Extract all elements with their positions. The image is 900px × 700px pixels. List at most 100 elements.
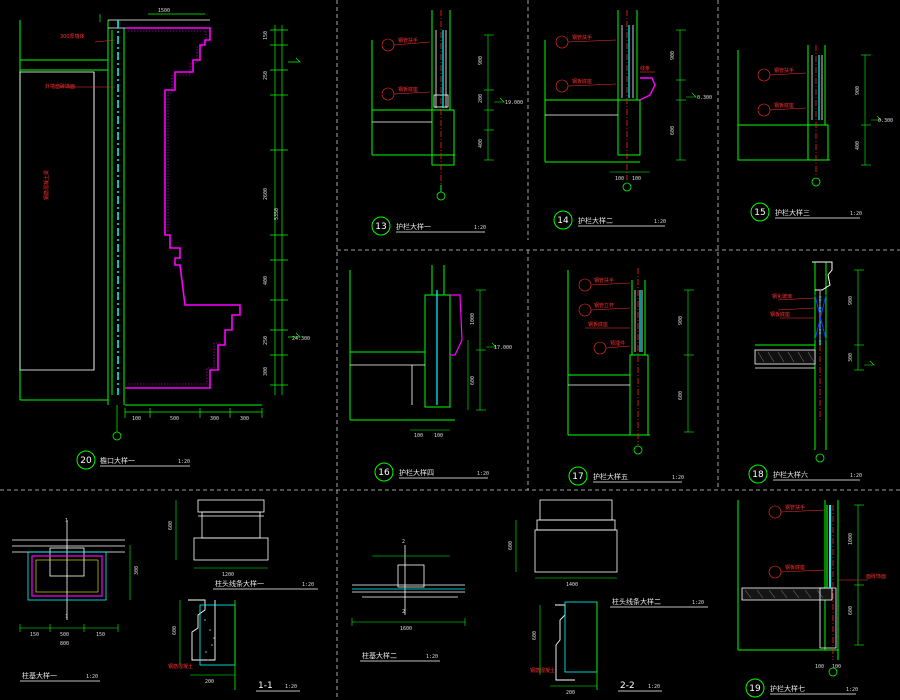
svg-text:1400: 1400 <box>566 582 578 588</box>
svg-text:钢管扶手: 钢管扶手 <box>594 277 614 284</box>
svg-text:600: 600 <box>508 541 514 550</box>
svg-text:100: 100 <box>434 433 443 439</box>
svg-text:15: 15 <box>754 208 765 218</box>
svg-text:150: 150 <box>263 31 269 40</box>
svg-text:17: 17 <box>572 472 583 482</box>
svg-text:0.300: 0.300 <box>697 95 712 101</box>
svg-text:500: 500 <box>60 632 69 638</box>
svg-text:1:20: 1:20 <box>648 684 660 690</box>
svg-text:线条: 线条 <box>640 65 650 72</box>
svg-text:钢化玻璃: 钢化玻璃 <box>772 293 792 300</box>
svg-text:900: 900 <box>855 86 861 95</box>
svg-text:150: 150 <box>30 632 39 638</box>
svg-text:预埋件: 预埋件 <box>610 340 625 347</box>
svg-text:1:20: 1:20 <box>426 654 438 660</box>
detail-13-title: 护栏大样一 <box>396 222 431 231</box>
svg-text:600: 600 <box>470 376 476 385</box>
svg-text:钢筋混凝土梁: 钢筋混凝土梁 <box>43 170 50 200</box>
svg-text:1:20: 1:20 <box>850 211 862 217</box>
svg-text:护栏大样三: 护栏大样三 <box>775 208 810 217</box>
svg-text:钢管立杆: 钢管立杆 <box>594 302 614 309</box>
svg-text:柱基大样一: 柱基大样一 <box>22 671 57 680</box>
svg-text:17.000: 17.000 <box>494 345 512 351</box>
svg-text:面砖饰面: 面砖饰面 <box>866 573 886 580</box>
svg-text:19.000: 19.000 <box>505 100 523 106</box>
svg-text:1200: 1200 <box>222 572 234 578</box>
svg-text:1:20: 1:20 <box>477 471 489 477</box>
level-20: 24.300 <box>292 336 310 342</box>
svg-text:600: 600 <box>670 126 676 135</box>
svg-text:1:20: 1:20 <box>846 687 858 693</box>
detail-13-number: 13 <box>375 222 386 232</box>
svg-text:300: 300 <box>263 367 269 376</box>
svg-text:2: 2 <box>402 609 405 615</box>
svg-text:250: 250 <box>263 71 269 80</box>
svg-text:1:20: 1:20 <box>692 600 704 606</box>
svg-text:100: 100 <box>832 664 841 670</box>
svg-text:1:20: 1:20 <box>302 582 314 588</box>
svg-text:1: 1 <box>65 518 68 524</box>
detail-20-number: 20 <box>80 456 92 466</box>
svg-text:600: 600 <box>172 626 178 635</box>
svg-text:2: 2 <box>402 539 405 545</box>
svg-text:1-1: 1-1 <box>258 681 273 691</box>
svg-text:2600: 2600 <box>263 188 269 200</box>
svg-text:1:20: 1:20 <box>850 473 862 479</box>
svg-text:1:20: 1:20 <box>654 219 666 225</box>
svg-text:900: 900 <box>478 56 484 65</box>
svg-text:钢板底座: 钢板底座 <box>588 321 608 328</box>
detail-20-title: 檐口大样一 <box>100 456 135 465</box>
svg-text:800: 800 <box>60 641 69 647</box>
svg-text:500: 500 <box>170 416 179 422</box>
svg-text:18: 18 <box>752 470 764 480</box>
svg-text:150: 150 <box>96 632 105 638</box>
svg-text:1000: 1000 <box>848 533 854 545</box>
svg-text:1:20: 1:20 <box>474 225 486 231</box>
svg-text:1600: 1600 <box>400 626 412 632</box>
svg-text:护栏大样五: 护栏大样五 <box>593 472 628 481</box>
svg-text:1500: 1500 <box>158 8 170 14</box>
svg-text:600: 600 <box>678 391 684 400</box>
svg-text:100: 100 <box>615 176 624 182</box>
svg-text:900: 900 <box>848 296 854 305</box>
svg-text:1:20: 1:20 <box>672 475 684 481</box>
svg-text:1:20: 1:20 <box>285 684 297 690</box>
svg-text:1:20: 1:20 <box>178 459 190 465</box>
svg-text:900: 900 <box>670 51 676 60</box>
svg-text:100: 100 <box>632 176 641 182</box>
svg-text:400: 400 <box>263 276 269 285</box>
svg-text:100: 100 <box>414 433 423 439</box>
svg-text:护栏大样二: 护栏大样二 <box>578 216 613 225</box>
svg-text:柱基大样二: 柱基大样二 <box>362 651 397 660</box>
svg-text:1:20: 1:20 <box>86 674 98 680</box>
svg-text:100: 100 <box>132 416 141 422</box>
svg-text:300: 300 <box>240 416 249 422</box>
svg-text:钢筋混凝土: 钢筋混凝土 <box>530 667 555 674</box>
svg-text:钢板底座: 钢板底座 <box>770 311 790 318</box>
svg-text:柱头线条大样一: 柱头线条大样一 <box>215 579 264 588</box>
svg-text:钢板底座: 钢板底座 <box>774 102 794 109</box>
section-cap1: 600 1200 柱头线条大样一 1:20 <box>168 499 318 590</box>
svg-text:护栏大样六: 护栏大样六 <box>773 470 808 479</box>
svg-text:钢板底座: 钢板底座 <box>785 564 805 571</box>
svg-text:护栏大样四: 护栏大样四 <box>399 468 434 477</box>
svg-text:14: 14 <box>557 216 569 226</box>
svg-text:100: 100 <box>815 664 824 670</box>
svg-text:钢管扶手: 钢管扶手 <box>785 504 805 511</box>
svg-text:外墙面砖饰面: 外墙面砖饰面 <box>45 83 75 90</box>
svg-text:400: 400 <box>855 141 861 150</box>
section-base2: 2 2 1600 柱基大样二 1:20 <box>351 539 466 662</box>
svg-text:600: 600 <box>168 521 174 530</box>
